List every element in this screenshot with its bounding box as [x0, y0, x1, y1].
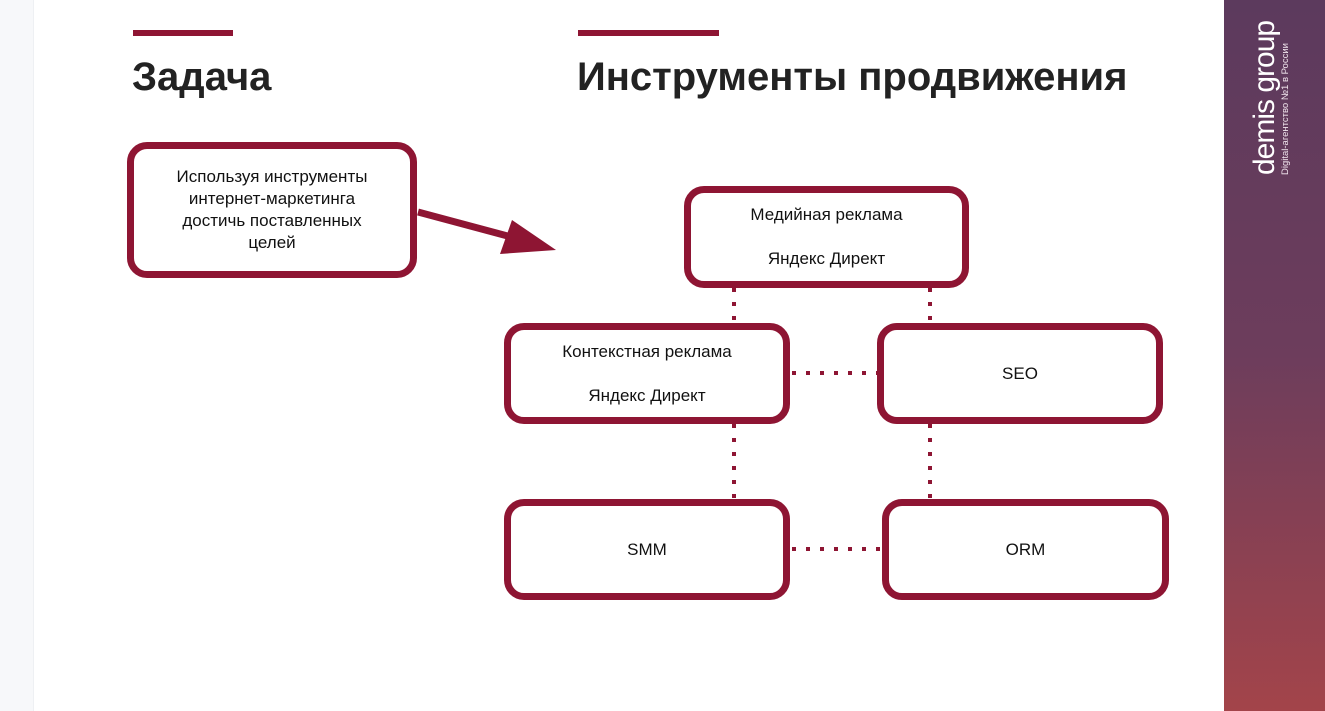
brand-name: demis group — [1248, 20, 1281, 175]
box-label: SMM — [627, 539, 667, 559]
tools-title: Инструменты продвижения — [577, 55, 1128, 99]
box-smm: SMM — [504, 499, 790, 600]
box-sublabel: Яндекс Директ — [588, 385, 706, 405]
box-label: Контекстная реклама — [562, 341, 732, 361]
box-orm: ORM — [882, 499, 1169, 600]
arrow-head-icon — [500, 220, 556, 254]
brand-sidebar — [1224, 0, 1325, 711]
title-accent-bar — [578, 30, 719, 36]
box-media: Медийная реклама Яндекс Директ — [684, 186, 969, 288]
box-context: Контекстная реклама Яндекс Директ — [504, 323, 790, 424]
title-accent-bar — [133, 30, 233, 36]
box-label: Медийная реклама — [750, 205, 903, 224]
box-sublabel: Яндекс Директ — [767, 249, 886, 268]
brand-tagline: Digital-агентство №1 в России — [1280, 43, 1291, 175]
arrow-shaft — [417, 208, 516, 242]
box-label: ORM — [1005, 539, 1046, 559]
brand-logo: demis group Digital-агентство №1 в Росси… — [1248, 20, 1291, 175]
task-title: Задача — [132, 55, 272, 99]
task-box: Используя инструменты интернет-маркетинг… — [127, 142, 417, 278]
box-seo: SEO — [877, 323, 1163, 424]
task-text: Используя инструменты интернет-маркетинг… — [176, 167, 368, 252]
box-label: SEO — [1002, 363, 1038, 383]
left-margin — [0, 0, 34, 711]
